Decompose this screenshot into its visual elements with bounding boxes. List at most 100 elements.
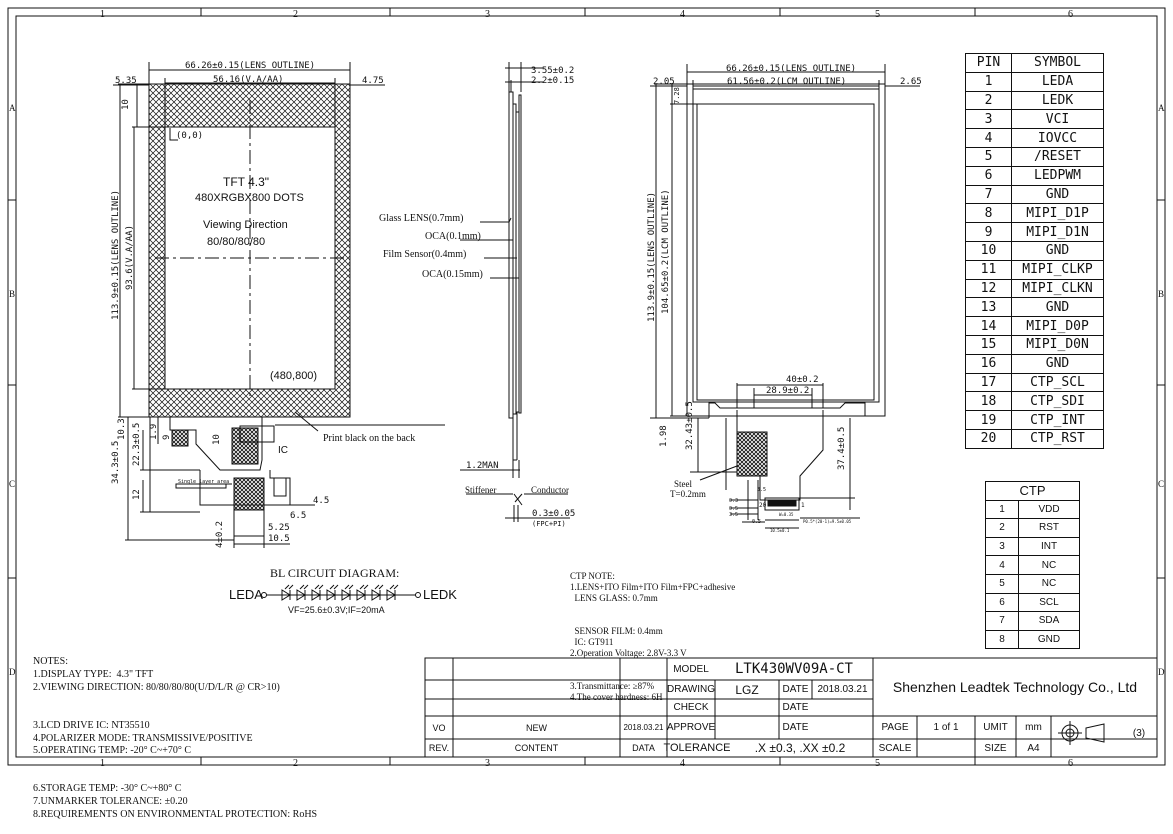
- ctp-pin: 7: [985, 611, 1019, 631]
- pin-symbol: CTP_INT: [1011, 410, 1104, 430]
- dim-32-43: 32.43±0.5: [685, 401, 695, 450]
- grid-row-d-right: D: [1158, 667, 1165, 677]
- grid-row-b-right: B: [1158, 289, 1165, 299]
- led-diode-icon: [311, 584, 324, 601]
- pin-number: 17: [965, 372, 1012, 393]
- tolerance-label: TOLERANCE: [663, 742, 731, 754]
- ctp-pin: 5: [985, 573, 1019, 594]
- left-margin: 5.35: [115, 76, 137, 86]
- dim-1-98: 1.98: [659, 425, 669, 447]
- connector-pin-20: 20: [759, 502, 767, 509]
- led-diode-icon: [281, 584, 294, 601]
- grid-row-a-right: A: [1158, 103, 1165, 113]
- model-number: LTK430WV09A-CT: [734, 661, 853, 677]
- side-thk-1: 3.55±0.2: [531, 66, 575, 76]
- check-label: CHECK: [673, 702, 709, 713]
- layer-oca-1: OCA(0.1mm): [425, 231, 481, 242]
- ctp-signal: RST: [1018, 518, 1080, 538]
- ctp-pin: 2: [985, 518, 1019, 538]
- pin-number: 5: [965, 146, 1012, 167]
- ctp-note: CTP NOTE:1.LENS+ITO Film+ITO Film+FPC+ad…: [570, 571, 736, 702]
- grid-col-2-bottom: 2: [293, 758, 298, 769]
- fpc-thickness: 0.3±0.05: [532, 509, 576, 519]
- bl-leda: LEDA: [229, 587, 263, 602]
- viewing-direction-label: Viewing Direction: [203, 219, 288, 231]
- fpc-12: 12: [132, 489, 142, 500]
- tft-size: TFT 4.3": [223, 175, 270, 189]
- pin-header: PIN: [965, 53, 1012, 73]
- dim-5-25: 5.25: [268, 523, 290, 533]
- projection-angle: (3): [1132, 727, 1146, 739]
- grid-row-c: C: [9, 479, 16, 489]
- bl-params: VF=25.6±0.3V;IF=20mA: [288, 605, 385, 615]
- size-label: SIZE: [984, 742, 1007, 754]
- pin-number: 16: [965, 353, 1012, 374]
- pin-number: 4: [965, 128, 1012, 148]
- grid-row-c-right: C: [1158, 479, 1165, 489]
- ctp-table-header: CTP: [985, 481, 1080, 501]
- pin-symbol: MIPI_CLKN: [1011, 278, 1104, 299]
- side-max: 1.2MAN: [466, 461, 499, 471]
- symbol-header: SYMBOL: [1011, 53, 1104, 73]
- scale-label: SCALE: [878, 742, 912, 754]
- model-label: MODEL: [673, 663, 709, 675]
- ctp-signal: SCL: [1018, 592, 1080, 613]
- pin-symbol: LEDPWM: [1011, 165, 1104, 186]
- pin-symbol: MIPI_CLKP: [1011, 259, 1104, 280]
- unit-value: mm: [1025, 722, 1042, 733]
- steel-dim-2: 0.5: [729, 506, 739, 512]
- grid-col-1-bottom: 1: [100, 758, 105, 769]
- pin-number: 10: [965, 240, 1012, 261]
- steel-dim-4: 0.5: [752, 519, 762, 525]
- ctp-signal: VDD: [1018, 499, 1080, 520]
- back-lens-height: 113.9±0.15(LENS OUTLINE): [647, 191, 657, 322]
- pin-number: 9: [965, 222, 1012, 242]
- grid-col-5-bottom: 5: [875, 758, 880, 769]
- top-margin: 10: [121, 99, 131, 110]
- pin-symbol: MIPI_D1N: [1011, 222, 1104, 242]
- pin-symbol: VCI: [1011, 109, 1104, 130]
- fpc-10b: 10: [212, 434, 222, 445]
- company-name: Shenzhen Leadtek Technology Co., Ltd: [892, 679, 1138, 695]
- ctp-signal: NC: [1018, 573, 1080, 594]
- back-lens-width: 66.26±0.15(LENS OUTLINE): [726, 64, 857, 74]
- back-lcm-width: 61.56±0.2(LCM OUTLINE): [727, 77, 847, 87]
- pin-number: 1: [965, 71, 1012, 92]
- page-value: 1 of 1: [933, 722, 959, 733]
- viewing-direction-value: 80/80/80/80: [207, 236, 266, 248]
- pin-number: 20: [965, 428, 1012, 449]
- ic-label: IC: [278, 445, 288, 456]
- side-thk-2: 2.2±0.15: [531, 76, 575, 86]
- grid-col-1: 1: [100, 9, 105, 20]
- stiffener-label: Stiffener: [465, 485, 497, 495]
- bl-ledk: LEDK: [423, 587, 457, 602]
- dim-4-0: 4±0.2: [215, 520, 225, 548]
- right-margin: 4.75: [362, 76, 384, 86]
- approve-label: APPROVE: [666, 722, 716, 733]
- steel-thickness: T=0.2mm: [670, 489, 706, 499]
- grid-col-5: 5: [875, 9, 880, 20]
- pin-symbol: GND: [1011, 353, 1104, 374]
- grid-col-6: 6: [1068, 9, 1073, 20]
- connector-pin-1: 1: [801, 502, 805, 509]
- pin-number: 19: [965, 410, 1012, 430]
- dim-4-5: 4.5: [313, 496, 330, 506]
- pin-symbol: /RESET: [1011, 146, 1104, 167]
- tolerance-value: .X ±0.3, .XX ±0.2: [754, 741, 846, 755]
- fpc-22: 22.3±0.5: [132, 422, 142, 466]
- pin-symbol: CTP_SDI: [1011, 391, 1104, 412]
